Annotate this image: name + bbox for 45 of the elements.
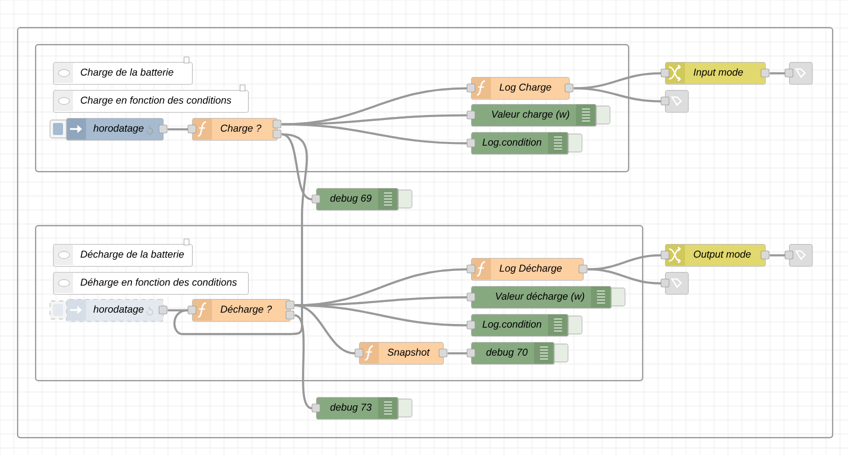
- change-node: Input mode: [660, 62, 770, 85]
- comment-node: Charge en fonction des conditions: [53, 84, 249, 113]
- function-node: Log Charge: [466, 77, 574, 100]
- debug-node: Log.condition: [466, 132, 582, 155]
- function-node: Charge ?: [188, 118, 282, 141]
- wire: [770, 72, 785, 74]
- debug-node: Valeur décharge (w): [466, 286, 626, 309]
- inject-node: horodatage: [50, 118, 168, 141]
- wire: [294, 296, 468, 306]
- wire: [281, 133, 312, 200]
- comment-node: Charge de la batterie: [53, 56, 193, 85]
- debug-node: debug 70: [466, 342, 568, 365]
- wire: [168, 309, 188, 312]
- debug-node: debug 73: [312, 397, 412, 420]
- function-node: Snapshot: [354, 342, 448, 365]
- wire: [770, 254, 785, 256]
- comment-node: Décharge de la batterie: [53, 238, 193, 267]
- link-node: [660, 90, 689, 113]
- comment-node: Déharge en fonction des conditions: [53, 272, 249, 295]
- group-frame: [17, 27, 834, 438]
- wire: [588, 268, 662, 284]
- function-node: Log Décharge: [466, 258, 588, 281]
- wire: [282, 123, 468, 144]
- wire: [282, 87, 468, 126]
- wire: [174, 133, 308, 336]
- wire: [574, 87, 662, 102]
- debug-node: debug 69: [312, 188, 412, 211]
- group-frame: [35, 44, 630, 172]
- wire: [294, 304, 356, 354]
- link-node: [784, 244, 813, 267]
- group-frame: [35, 225, 644, 382]
- wire: [294, 268, 468, 306]
- function-node: Décharge ?: [188, 299, 294, 322]
- wire: [294, 314, 312, 410]
- debug-node: Valeur charge (w): [466, 104, 610, 127]
- wire: [168, 128, 188, 130]
- link-node: [784, 62, 813, 85]
- wire: [282, 114, 468, 126]
- wire: [588, 254, 662, 270]
- inject-node: horodatage: [50, 299, 168, 322]
- change-node: Output mode: [660, 244, 770, 267]
- link-node: [660, 272, 689, 295]
- debug-node: Log.condition: [466, 314, 582, 337]
- wire: [448, 352, 467, 354]
- wire: [574, 72, 662, 90]
